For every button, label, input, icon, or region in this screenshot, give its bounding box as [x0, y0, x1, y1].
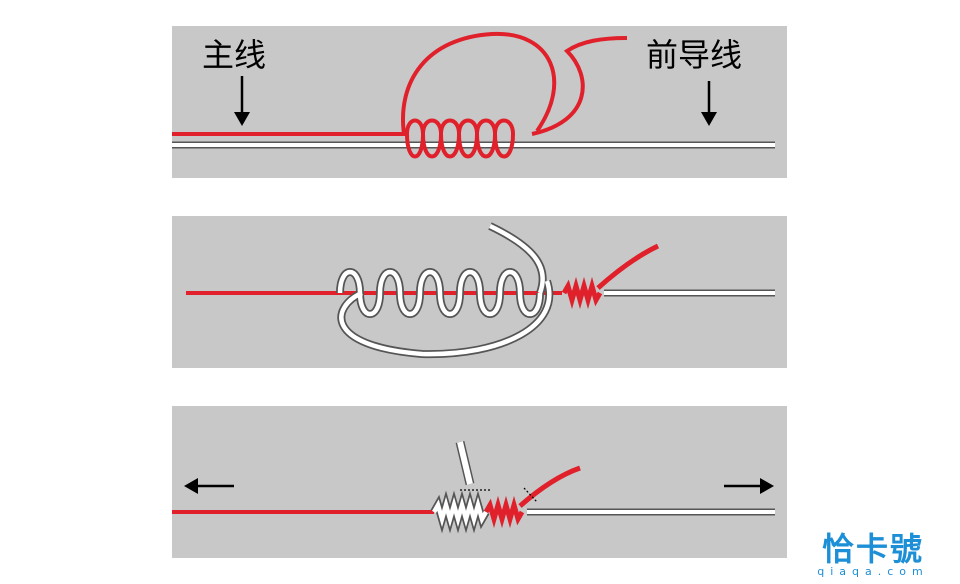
step-2-diagram — [186, 222, 775, 359]
step-1-diagram — [172, 31, 775, 159]
step-1-panel: 主线 前导线 — [172, 26, 787, 178]
main-line — [172, 31, 628, 159]
leader-coils — [336, 222, 554, 359]
leader-line-label: 前导线 — [646, 36, 743, 74]
step-3-diagram — [172, 440, 775, 534]
main-line — [172, 465, 581, 529]
leader-knot — [430, 440, 490, 534]
watermark: 恰卡號 qiaqa.com — [798, 533, 948, 578]
main-line-label: 主线 — [202, 36, 267, 74]
watermark-logo: 恰卡號 — [821, 530, 924, 568]
step-3-panel — [172, 406, 787, 558]
watermark-domain: qiaqa.com — [817, 565, 929, 578]
down-arrow-icon — [701, 81, 717, 126]
down-arrow-icon — [234, 76, 250, 126]
step-2-panel — [172, 216, 787, 368]
left-arrow-icon — [184, 478, 234, 494]
right-arrow-icon — [724, 478, 774, 494]
